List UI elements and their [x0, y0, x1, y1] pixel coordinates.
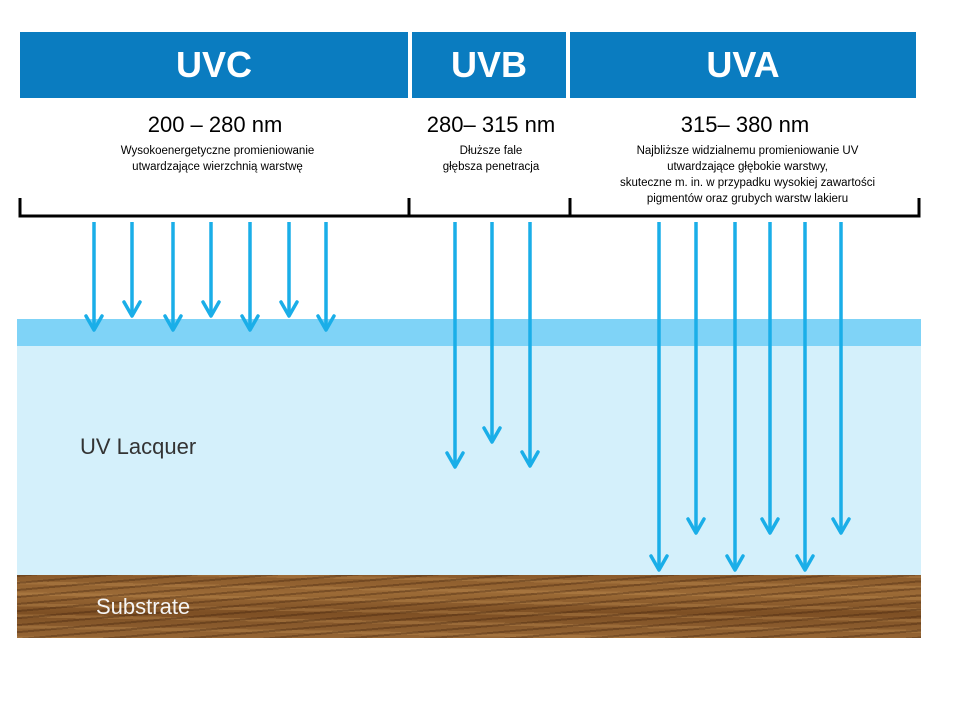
arrow-uvc: [163, 222, 183, 332]
bracket-uva: [568, 198, 921, 218]
bracket-uvc: [18, 198, 409, 218]
band-header-uvc: UVC: [20, 32, 408, 98]
desc-uvb-line: głębsza penetracja: [442, 161, 540, 173]
arrow-uvc: [279, 222, 299, 318]
range-uva: 315– 380 nm: [680, 112, 810, 137]
arrow-uvc: [84, 222, 104, 332]
desc-uva-line: skuteczne m. in. w przypadku wysokiej za…: [619, 177, 875, 189]
arrow-uva: [725, 222, 745, 572]
desc-uvc: Wysokoenergetyczne promieniowanie utward…: [20, 143, 415, 175]
desc-uvc-line: Wysokoenergetyczne promieniowanie: [120, 145, 315, 157]
desc-uva-line: Najbliższe widzialnemu promieniowanie UV: [636, 145, 859, 157]
band-header-uva: UVA: [570, 32, 916, 98]
substrate-label: Substrate: [96, 594, 191, 619]
arrow-uvc: [240, 222, 260, 332]
desc-uvb: Dłuższe fale głębsza penetracja: [410, 143, 572, 175]
desc-uvb-line: Dłuższe fale: [459, 145, 523, 157]
arrows-group: [84, 222, 851, 572]
desc-uva: Najbliższe widzialnemu promieniowanie UV…: [570, 143, 925, 207]
range-uvc: 200 – 280 nm: [147, 112, 283, 137]
range-uvb: 280– 315 nm: [426, 112, 556, 137]
arrow-uva: [649, 222, 669, 572]
band-header-uvb: UVB: [412, 32, 566, 98]
desc-uvc-line: utwardzające wierzchnią warstwę: [132, 161, 303, 173]
desc-uva-line: utwardzające głębokie warstwy,: [667, 161, 828, 173]
arrow-uvc: [316, 222, 336, 332]
desc-uva-line: pigmentów oraz grubych warstw lakieru: [646, 193, 849, 205]
arrow-uvc: [122, 222, 142, 318]
arrow-uva: [795, 222, 815, 572]
arrow-uva: [686, 222, 706, 535]
lacquer-label: UV Lacquer: [80, 434, 197, 459]
arrow-uva: [760, 222, 780, 535]
substrate-layer: [17, 575, 921, 638]
arrow-uvc: [201, 222, 221, 318]
arrow-uvb: [520, 222, 540, 468]
bracket-uvb: [407, 198, 570, 218]
arrow-uvb: [445, 222, 465, 469]
arrow-uvb: [482, 222, 502, 444]
arrow-uva: [831, 222, 851, 535]
